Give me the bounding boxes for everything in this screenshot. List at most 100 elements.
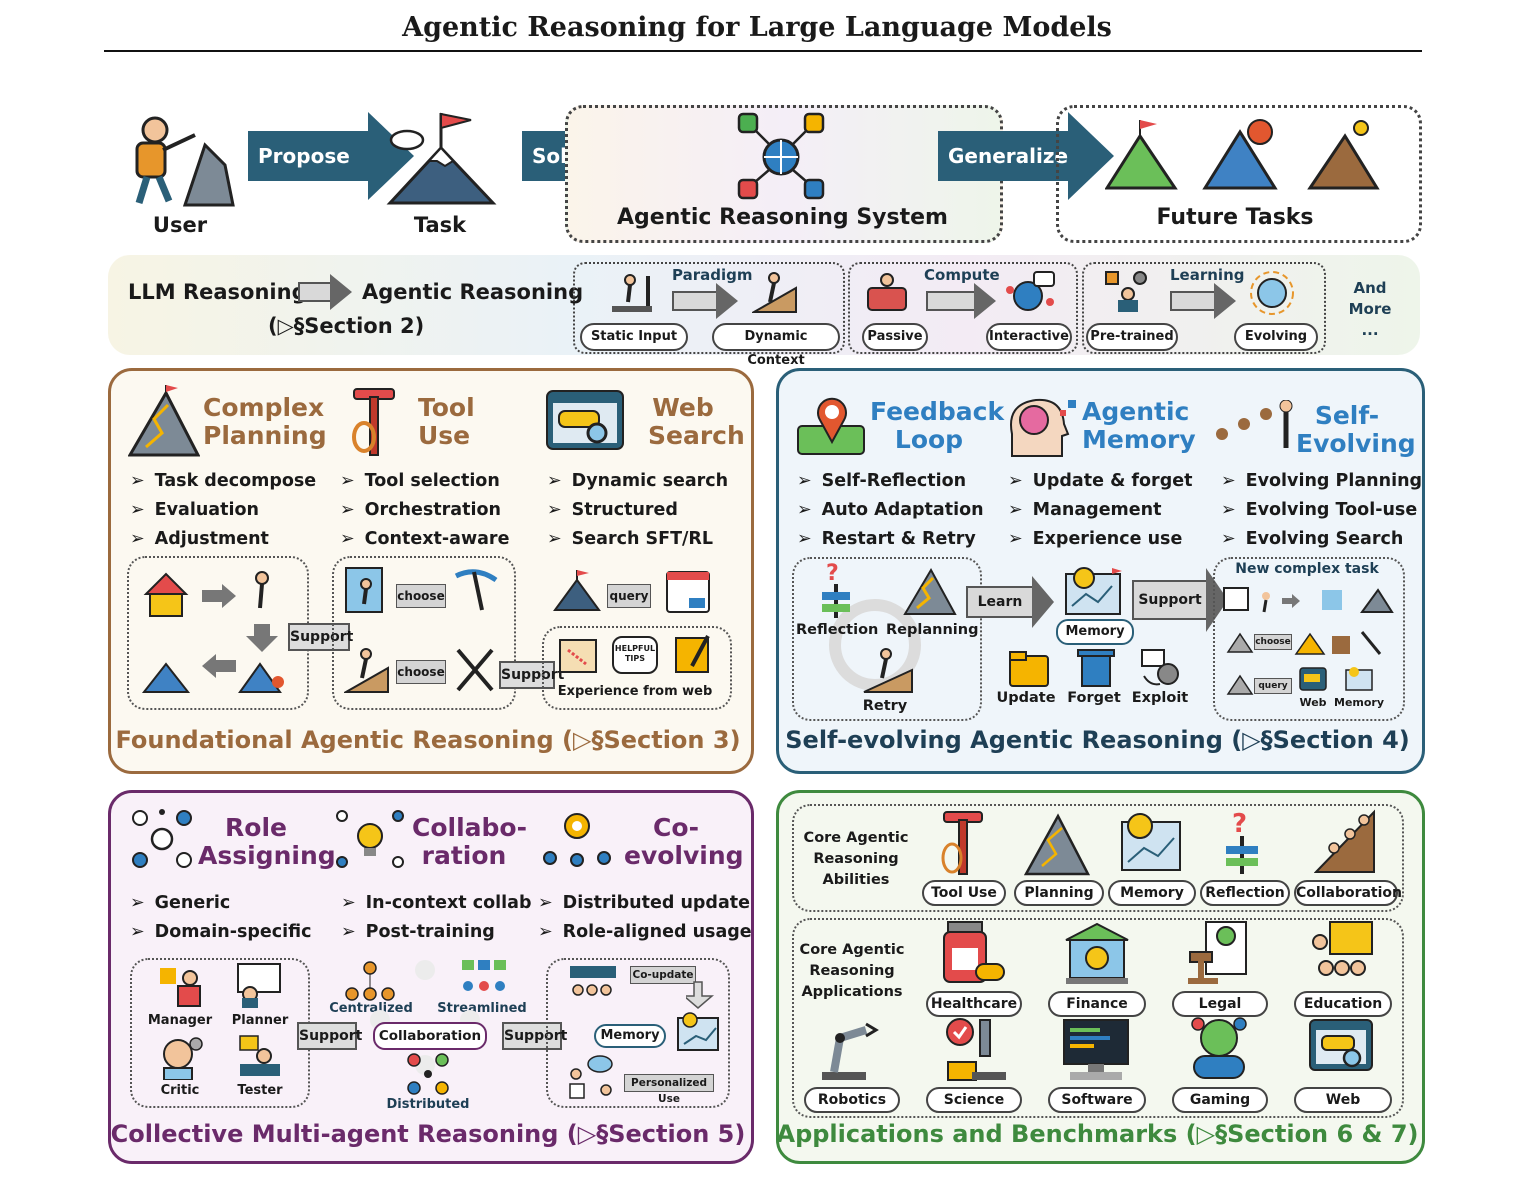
- centralized-label: Centralized: [329, 1001, 413, 1016]
- task-sequence-icon: [1223, 587, 1394, 613]
- learning-box: [1082, 262, 1326, 354]
- compute-arrow: [926, 283, 996, 319]
- coevolving-gear-icon: [543, 813, 611, 867]
- treadmill-icon: [612, 274, 652, 312]
- title-divider: [104, 50, 1422, 52]
- notebook-pen-icon: [675, 635, 710, 673]
- trekking-poles-icon: [456, 648, 494, 692]
- app-robotics: Robotics: [804, 1087, 900, 1113]
- feedback-illustration-box: [792, 557, 982, 721]
- replanning-mountain-icon: [903, 567, 957, 615]
- ability-collaboration: Collaboration: [1294, 880, 1402, 906]
- small-mountain-icon: [1226, 632, 1254, 653]
- small-mountain-icon-2: [1226, 674, 1254, 695]
- software-monitor-icon: [1063, 1019, 1129, 1080]
- propose-arrow: Propose: [248, 112, 414, 200]
- agentic-reasoning-label: Agentic Reasoning: [362, 280, 584, 304]
- support-tag-planning: Support: [288, 623, 353, 651]
- manager-icon: [160, 968, 201, 1007]
- healthcare-icon: [943, 921, 1005, 983]
- paradigm-box: [573, 262, 845, 354]
- cycle-arrows-icon: [829, 599, 921, 691]
- foundational-footer: Foundational Agentic Reasoning (▷§Sectio…: [115, 726, 741, 754]
- new-task-label: New complex task: [1235, 561, 1379, 577]
- planner-label: Planner: [231, 1013, 289, 1028]
- feedback-bullets: ➢Self-Reflection ➢Auto Adaptation ➢Resta…: [797, 471, 984, 549]
- support-arrow: Support: [1132, 568, 1228, 632]
- retry-label: Retry: [862, 698, 908, 714]
- memory-blueprint-icon: [1065, 567, 1122, 615]
- ability-planning: Planning: [1014, 880, 1104, 906]
- paradigm-label: Paradigm: [672, 266, 753, 284]
- brain-head-icon: [1010, 398, 1076, 457]
- replanning-label: Replanning: [886, 622, 979, 638]
- role-bullets: ➢Generic ➢Domain-specific: [130, 893, 312, 942]
- learning-arrow: [1170, 283, 1236, 319]
- task-label: Task: [413, 213, 467, 237]
- web-app-icon: [1309, 1019, 1373, 1071]
- planner-icon: [237, 963, 281, 1008]
- dynamic-context-pill: Dynamic Context: [712, 323, 840, 368]
- memory-pill: Memory: [1056, 619, 1134, 645]
- section2-ref: (▷§Section 2): [268, 314, 425, 338]
- education-icon: [1312, 921, 1373, 976]
- streamlined-label: Streamlined: [437, 1001, 527, 1016]
- tool-illustration-box: [332, 556, 516, 710]
- experience-label: Experience from web: [557, 684, 713, 699]
- streamlined-icon: [462, 960, 506, 991]
- legal-gavel-icon: [1188, 921, 1247, 984]
- choose-tag-2: choose: [396, 660, 446, 684]
- map-pin-icon: [797, 397, 865, 455]
- query-tag-2: query: [1254, 678, 1292, 694]
- tester-icon: [239, 1035, 280, 1076]
- new-task-box: [1213, 557, 1405, 721]
- mountain-flag-icon: [386, 112, 497, 205]
- web-search-bullets: ➢Dynamic search ➢Structured ➢Search SFT/…: [547, 471, 729, 549]
- forget-label: Forget: [1067, 690, 1121, 706]
- mountain-query-icon: [553, 570, 601, 611]
- web-mini-icon: [1299, 667, 1327, 691]
- learn-arrow: Learn: [966, 576, 1054, 628]
- collaboration-heading: Collabo-ration: [412, 813, 527, 870]
- memory-mini-icon: [1345, 667, 1373, 691]
- centralized-icon: [345, 961, 395, 1001]
- static-input-pill: Static Input: [580, 323, 688, 351]
- network-system-icon: [737, 112, 825, 200]
- trainer-icon: [1105, 271, 1147, 312]
- future-tasks-label: Future Tasks: [1156, 205, 1314, 230]
- self-evolving-footer: Self-evolving Agentic Reasoning (▷§Secti…: [785, 726, 1410, 754]
- folder-icon: [1009, 651, 1049, 687]
- treasure-map-icon: [559, 639, 597, 673]
- memory-bullets: ➢Update & forget ➢Management ➢Experience…: [1008, 471, 1193, 549]
- ice-axe-icon: [352, 388, 395, 456]
- self-evolving-panel: [776, 368, 1425, 774]
- helpful-tips-badge: HELPFUL TIPS: [612, 636, 658, 674]
- hiker-icon: [752, 272, 797, 313]
- future-mountains-icon: [1105, 119, 1380, 190]
- svg-text:?: ?: [1232, 809, 1247, 839]
- critic-label: Critic: [160, 1083, 200, 1098]
- climber-wall-icon: [345, 567, 383, 613]
- memory-pill-q3: Memory: [594, 1024, 666, 1048]
- choose-tag-3: choose: [1254, 634, 1292, 650]
- exploit-icon: [1141, 649, 1179, 686]
- armchair-icon: [867, 273, 907, 311]
- evolution-icon: [1216, 400, 1293, 448]
- collaboration-ability-icon: [1314, 809, 1375, 873]
- team-screen-icon: [570, 966, 616, 996]
- query-tag: query: [607, 584, 651, 608]
- collaboration-pill: Collaboration: [373, 1022, 487, 1050]
- evolving-pill: Evolving: [1234, 323, 1318, 351]
- coupdate-arrow-icon: [686, 981, 715, 1009]
- generalize-arrow: Generalize: [938, 112, 1114, 200]
- coevolve-box: [546, 958, 730, 1108]
- compute-box: [848, 262, 1078, 354]
- llm-reasoning-label: LLM Reasoning: [128, 280, 307, 304]
- band-arrow: [298, 274, 352, 310]
